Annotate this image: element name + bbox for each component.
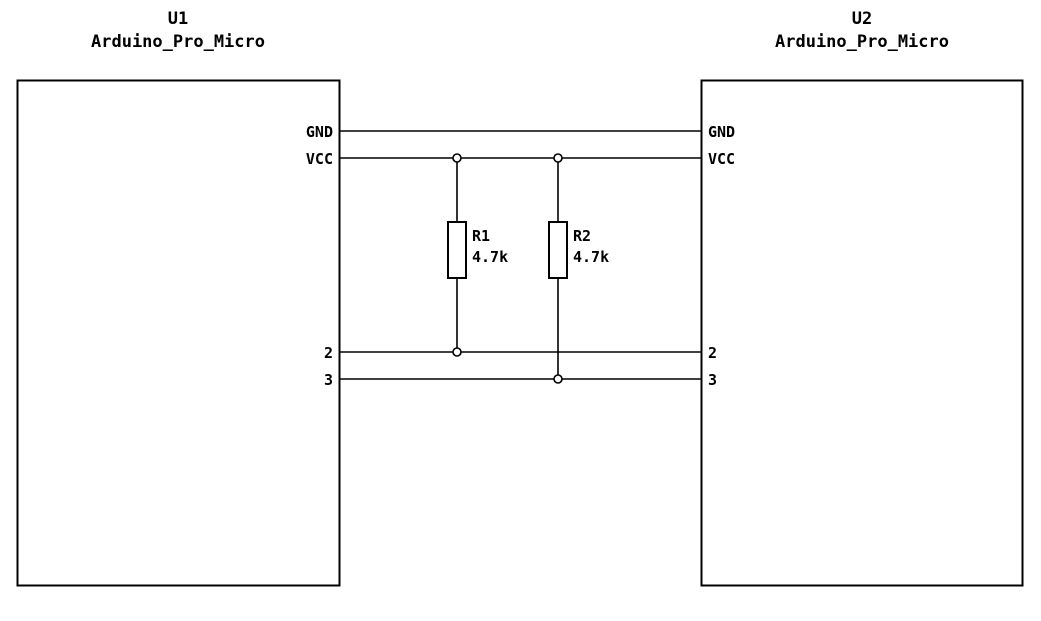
r2-reference: R2 (573, 227, 591, 245)
u1-pin-vcc-label: VCC (306, 150, 333, 168)
junction-r2-net3 (553, 374, 563, 384)
u2-reference: U2 (852, 9, 872, 29)
component-u1: U1 Arduino_Pro_Micro GND VCC 2 3 (16, 9, 341, 587)
component-u2: U2 Arduino_Pro_Micro GND VCC 2 3 (700, 9, 1024, 587)
r2-value: 4.7k (573, 248, 609, 266)
u1-reference: U1 (168, 9, 188, 29)
u2-pin-2-label: 2 (708, 344, 717, 362)
component-r1: R1 4.7k (447, 158, 508, 352)
u2-pin-gnd-label: GND (708, 123, 735, 141)
u2-value: Arduino_Pro_Micro (775, 32, 949, 52)
u1-value: Arduino_Pro_Micro (91, 32, 265, 52)
u1-body (16, 79, 341, 587)
r1-body (447, 221, 467, 279)
r1-value: 4.7k (472, 248, 508, 266)
u2-body (700, 79, 1024, 587)
u1-pin-2-label: 2 (324, 344, 333, 362)
junction-r2-vcc (553, 153, 563, 163)
r1-reference: R1 (472, 227, 490, 245)
u2-pin-3-label: 3 (708, 371, 717, 389)
u2-pin-vcc-label: VCC (708, 150, 735, 168)
r2-body (548, 221, 568, 279)
component-r2: R2 4.7k (548, 158, 609, 379)
u1-pin-3-label: 3 (324, 371, 333, 389)
junction-r1-vcc (452, 153, 462, 163)
junctions (452, 153, 563, 384)
u1-pin-gnd-label: GND (306, 123, 333, 141)
wires (339, 130, 702, 380)
junction-r1-net2 (452, 347, 462, 357)
